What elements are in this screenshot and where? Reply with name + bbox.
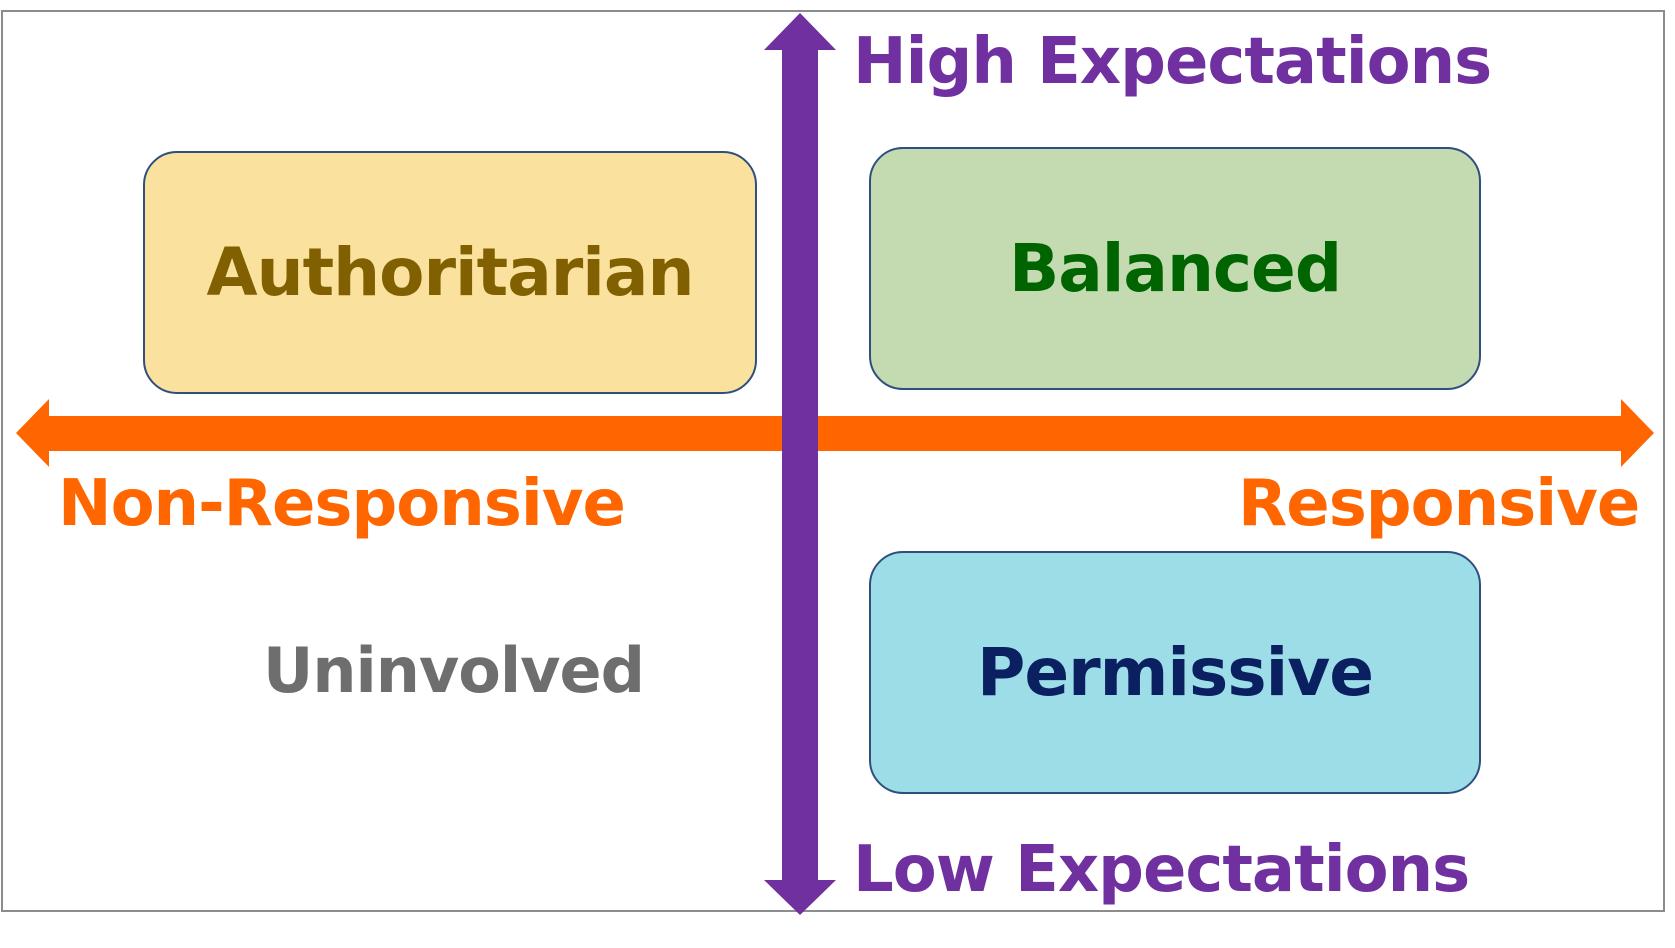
- non-responsive-label: Non-Responsive: [58, 467, 626, 541]
- high-expectations-label: High Expectations: [853, 25, 1492, 99]
- horizontal-axis-arrow: [16, 399, 1654, 467]
- permissive-box: Permissive: [869, 551, 1481, 794]
- vertical-axis-arrow: [764, 13, 836, 915]
- balanced-label: Balanced: [1008, 230, 1342, 307]
- responsive-label: Responsive: [1238, 467, 1640, 541]
- authoritarian-label: Authoritarian: [206, 234, 695, 311]
- authoritarian-box: Authoritarian: [143, 151, 757, 394]
- permissive-label: Permissive: [976, 634, 1374, 711]
- balanced-box: Balanced: [869, 147, 1481, 390]
- uninvolved-label: Uninvolved: [263, 634, 645, 707]
- low-expectations-label: Low Expectations: [853, 833, 1470, 907]
